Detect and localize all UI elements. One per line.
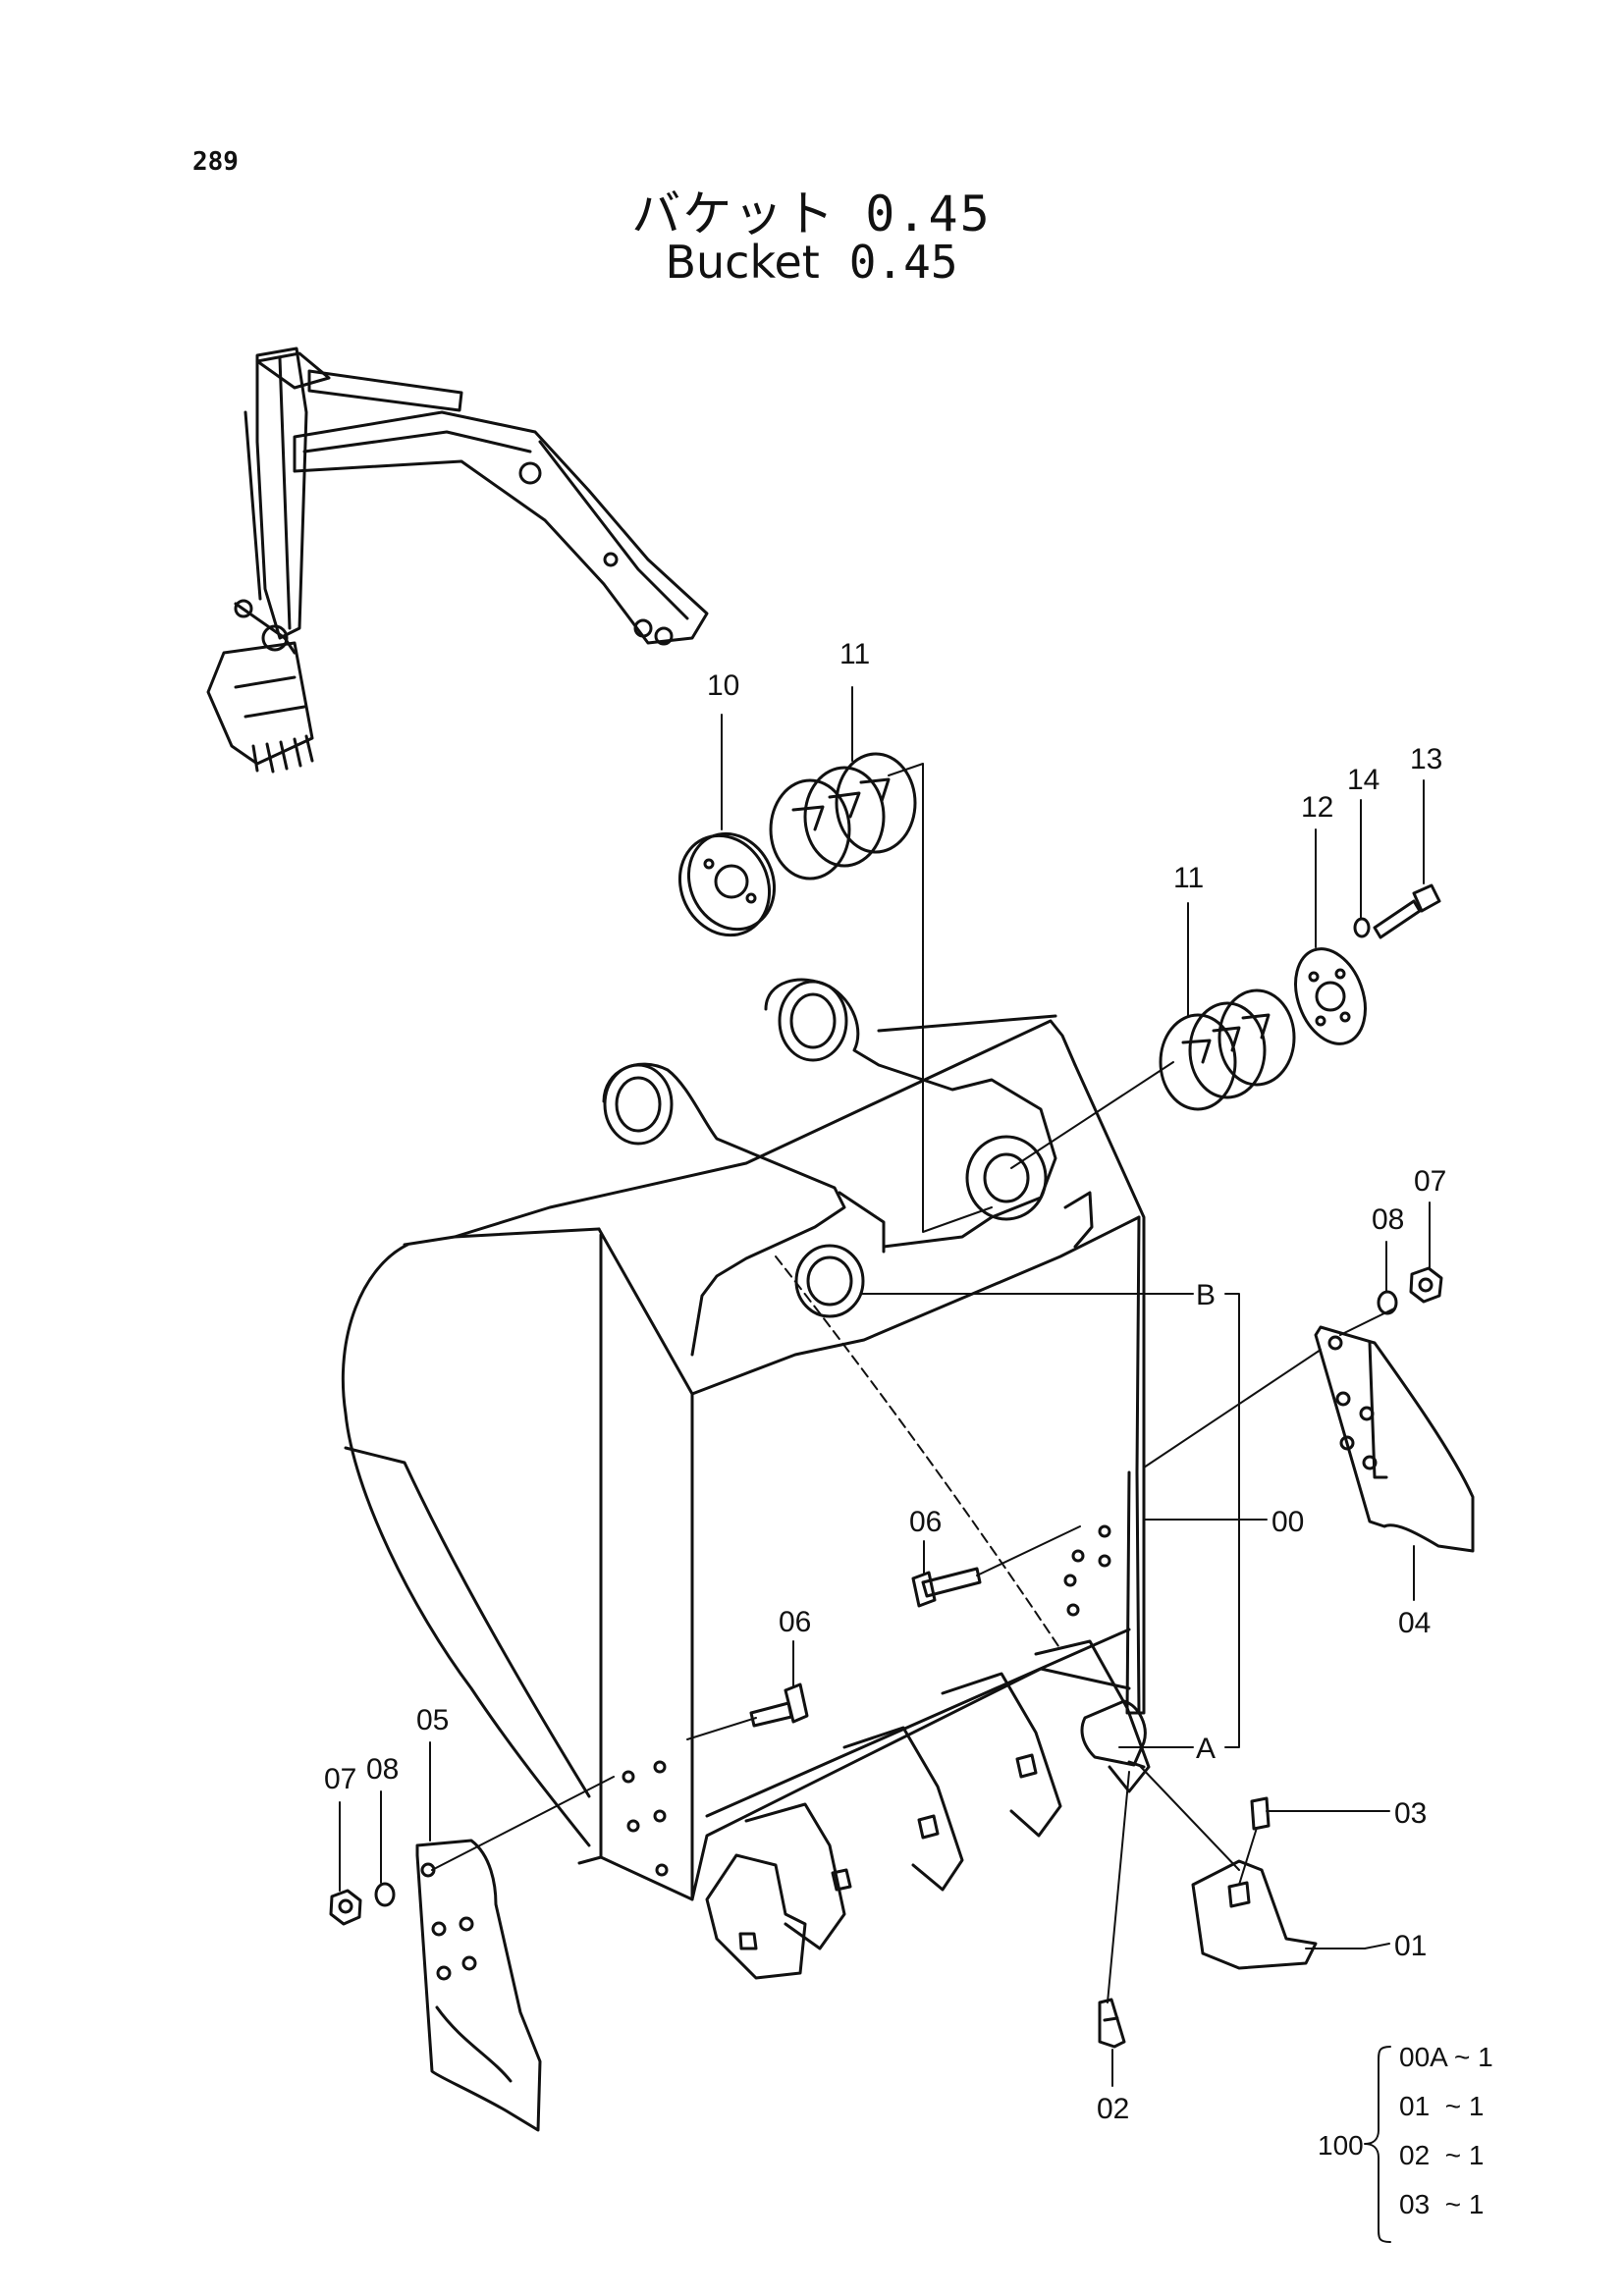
callout-08-left: 08: [366, 1753, 399, 1786]
callout-08-right: 08: [1372, 1203, 1404, 1236]
title-japanese-value: 0.45: [865, 186, 992, 242]
part-10-spacer: [677, 831, 777, 937]
callout-12: 12: [1301, 791, 1333, 824]
title-english-text: Bucket: [665, 236, 820, 289]
callout-01: 01: [1394, 1930, 1427, 1962]
callout-14: 14: [1347, 764, 1380, 796]
callout-B: B: [1196, 1279, 1216, 1311]
callout-labels: 11 10 11 12 14 13 07 08 B 00 04 06 06 A …: [324, 638, 1446, 2125]
assembly-item-00A: 00A ~ 1: [1399, 2042, 1493, 2072]
page-number: 289: [192, 147, 239, 177]
callout-06-upper: 06: [909, 1506, 942, 1538]
part-03-pin: [1250, 1796, 1271, 1831]
callout-13: 13: [1410, 743, 1442, 775]
bucket-bracket: [602, 978, 1094, 1357]
title-english: Bucket 0.45: [0, 236, 1623, 289]
title-english-value: 0.45: [848, 236, 958, 289]
part-11-shims-upper: [769, 752, 917, 881]
part-08-washer-right: [1377, 1290, 1398, 1315]
part-05-side-cutter-left: [415, 1839, 542, 2132]
assembly-composition: 100 00A ~ 1 01 ~ 1 02 ~ 1 03 ~ 1: [1318, 2042, 1493, 2219]
callout-04: 04: [1398, 1607, 1431, 1639]
bucket-body: [341, 1014, 1146, 1901]
tooth-adapter: [1080, 1699, 1147, 1769]
callout-06-lower: 06: [779, 1606, 811, 1638]
bucket-teeth: [705, 1639, 1151, 1980]
title-japanese: バケット 0.45: [0, 175, 1623, 245]
callout-11-upper: 11: [839, 638, 870, 670]
title-japanese-text: バケット: [631, 186, 837, 242]
assembly-item-03: 03 ~ 1: [1399, 2189, 1484, 2219]
callout-05: 05: [416, 1704, 449, 1736]
part-01-tooth: [1191, 1859, 1318, 1970]
callout-03: 03: [1394, 1797, 1427, 1830]
assembly-item-01: 01 ~ 1: [1399, 2091, 1484, 2121]
callout-07-left: 07: [324, 1763, 356, 1795]
part-04-side-cutter-right: [1314, 1325, 1475, 1553]
part-14-washer: [1353, 917, 1371, 938]
excavator-arm-illustration: [206, 347, 709, 774]
assembly-number: 100: [1318, 2130, 1364, 2161]
callout-07-right: 07: [1414, 1165, 1446, 1198]
callout-00: 00: [1271, 1506, 1304, 1538]
assembly-item-02: 02 ~ 1: [1399, 2140, 1484, 2170]
callout-11-right: 11: [1173, 862, 1204, 894]
part-02-lock: [1098, 1998, 1126, 2049]
part-11-shims-right: [1159, 988, 1296, 1111]
callout-10: 10: [707, 669, 739, 702]
part-06-bolt-lower: [749, 1682, 809, 1728]
part-12-plate: [1294, 947, 1367, 1045]
callout-A: A: [1196, 1733, 1216, 1765]
part-07-nut-left: [329, 1889, 362, 1926]
leader-lines: [339, 686, 1431, 2243]
callout-02: 02: [1097, 2093, 1129, 2125]
part-08-washer-left: [374, 1882, 396, 1907]
part-13-bolt: [1373, 883, 1441, 939]
part-07-nut-right: [1409, 1266, 1443, 1304]
